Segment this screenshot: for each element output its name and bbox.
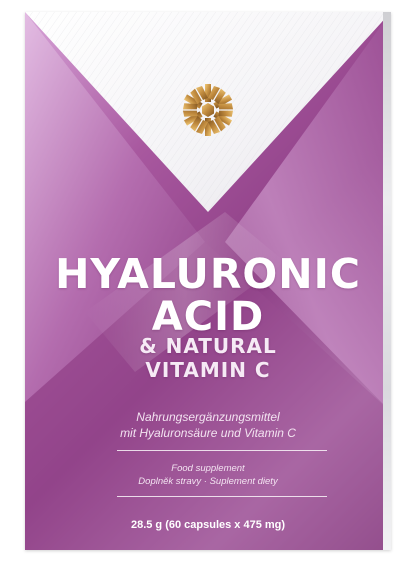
supplement-line2: Doplněk stravy · Suplement diety [138,476,278,487]
product-title-line3: & NATURAL [139,334,277,358]
box-artwork [25,12,391,550]
net-weight: 28.5 g (60 capsules x 475 mg) [130,519,286,531]
box-side-edge [383,12,391,550]
product-title-line1: HYALURONIC [55,250,361,298]
supplement-box: HYALURONIC ACID & NATURAL VITAMIN C Nahr… [25,12,391,550]
box-label: HYALURONIC ACID & NATURAL VITAMIN C Nahr… [25,12,391,550]
divider-top [117,450,327,451]
product-title-line2: ACID [151,294,265,340]
subtitle-line1: Nahrungsergänzungsmittel [136,410,280,424]
product-title-line4: VITAMIN C [145,358,271,382]
gold-snowflake-logo-icon [182,84,234,136]
supplement-line1: Food supplement [171,463,245,474]
divider-bottom [117,496,327,497]
subtitle-line2: mit Hyaluronsäure und Vitamin C [120,426,296,440]
